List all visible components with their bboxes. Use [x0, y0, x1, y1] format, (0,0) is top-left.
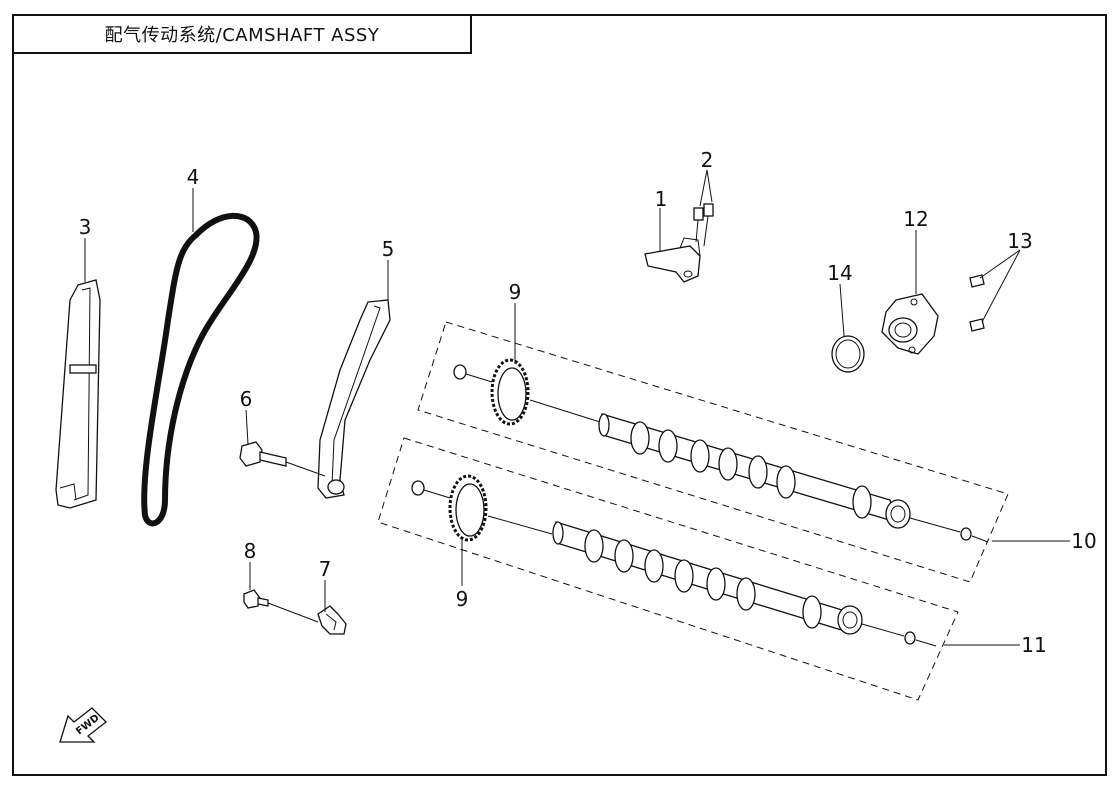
callout-14: 14 — [827, 261, 852, 285]
part-3-chain-guide — [55, 279, 101, 509]
callout-3: 3 — [79, 215, 92, 239]
callout-2: 2 — [701, 148, 714, 172]
part-8-bolt — [243, 589, 319, 623]
part-10-camshaft — [453, 358, 1070, 543]
part-7-clip — [317, 605, 347, 635]
callout-7: 7 — [319, 557, 332, 581]
part-6-bolt — [239, 441, 326, 477]
part-11-camshaft — [411, 474, 1020, 647]
leader-lines — [84, 169, 1021, 612]
callouts: 1 2 3 4 5 6 7 8 9 9 10 11 12 13 14 — [79, 148, 1097, 657]
title-box: 配气传动系统/CAMSHAFT ASSY — [12, 14, 472, 54]
part-1-bracket — [644, 237, 701, 283]
callout-5: 5 — [382, 237, 395, 261]
callout-4: 4 — [187, 165, 200, 189]
callout-13: 13 — [1007, 229, 1032, 253]
part-4-timing-chain — [141, 212, 260, 527]
callout-11: 11 — [1021, 633, 1046, 657]
page-title: 配气传动系统/CAMSHAFT ASSY — [104, 25, 380, 46]
callout-9-lower: 9 — [456, 587, 469, 611]
part-13-bolts — [969, 274, 985, 332]
callout-6: 6 — [240, 387, 253, 411]
callout-12: 12 — [903, 207, 928, 231]
part-12-cover — [881, 293, 939, 355]
part-14-ring — [831, 335, 865, 373]
fwd-arrow-icon: FWD — [59, 707, 107, 743]
part-2-bolts — [693, 203, 714, 247]
part-5-tensioner-guide — [317, 299, 391, 499]
callout-8: 8 — [244, 539, 257, 563]
callout-9-upper: 9 — [509, 280, 522, 304]
drawing-frame — [12, 14, 1107, 776]
callout-10: 10 — [1071, 529, 1096, 553]
callout-1: 1 — [655, 187, 668, 211]
exhaust-camshaft-box — [377, 437, 959, 701]
